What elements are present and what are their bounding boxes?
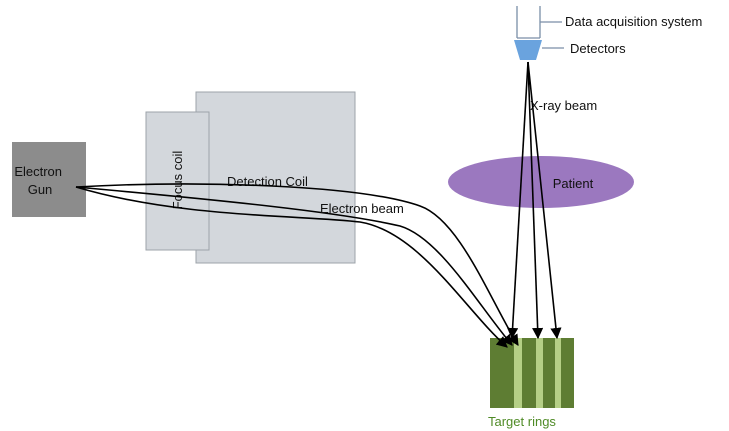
data-acquisition-label: Data acquisition system xyxy=(565,14,702,29)
xray-beam-label: X-ray beam xyxy=(530,98,597,113)
data-acquisition-bracket xyxy=(516,6,562,39)
target-rings xyxy=(490,338,574,408)
electron-gun-label-line1: Electron xyxy=(14,164,62,179)
target-ring-stripe xyxy=(536,338,543,408)
electron-gun-label-line2: Gun xyxy=(28,182,53,197)
target-ring-stripe xyxy=(555,338,561,408)
electron-beam-label: Electron beam xyxy=(320,201,404,216)
electron-gun-box xyxy=(12,142,86,217)
focus-coil-box xyxy=(145,111,210,251)
xray-beam-lines xyxy=(506,61,562,340)
xray-beam-line xyxy=(527,61,562,340)
electron-beam-path xyxy=(75,186,508,348)
patient-label: Patient xyxy=(553,176,594,191)
target-rings-block xyxy=(490,338,574,408)
detectors-shape xyxy=(514,40,542,60)
electron-beam-path xyxy=(75,183,519,346)
electron-beam-path xyxy=(75,186,513,346)
detection-coil-box xyxy=(195,91,356,264)
target-ring-stripe xyxy=(514,338,522,408)
target-rings-label: Target rings xyxy=(488,414,556,429)
electron-gun-label: Electron Gun xyxy=(14,164,65,197)
focus-coil-label: Focus coil xyxy=(170,151,185,210)
detectors-label: Detectors xyxy=(570,41,626,56)
xray-beam-line xyxy=(506,61,529,340)
electron-beam-curves xyxy=(75,183,519,348)
xray-beam-line xyxy=(527,61,544,340)
